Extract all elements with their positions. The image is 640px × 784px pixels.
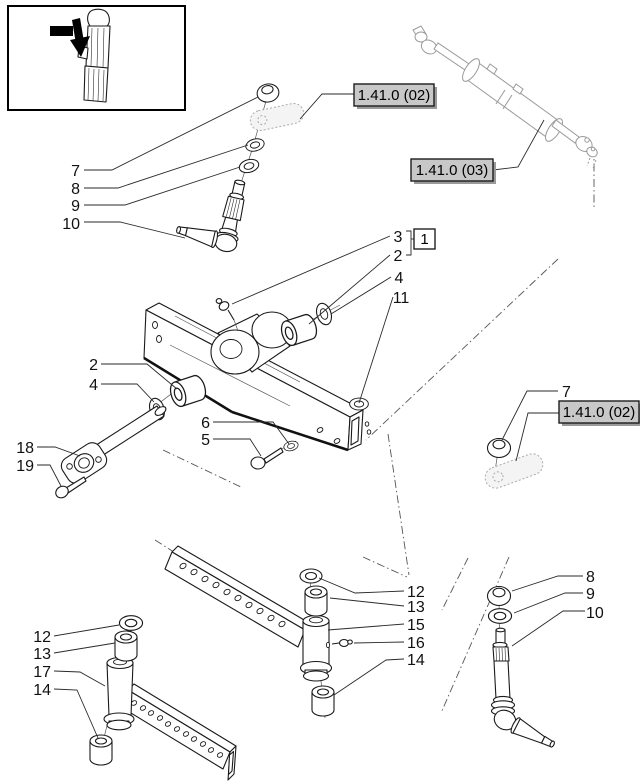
extension-beam-15: [164, 545, 333, 682]
cap-nut-7-right: [486, 437, 512, 459]
location-arrow-icon: [50, 18, 90, 57]
callout-hardware-5: 5: [201, 432, 210, 449]
grease-fitting-16: [325, 638, 353, 649]
bolt-19: [55, 476, 87, 499]
callout-labels: 7 8 9 10 3 2 4 11 2 4 18 19 6 5 7 12 13 …: [16, 163, 604, 699]
spindle-10-lower: [490, 627, 555, 748]
ref-box-cylinder-label: 1.41.0 (03): [416, 162, 489, 179]
callout-right-7: 7: [562, 384, 571, 401]
ref-box-top[interactable]: 1.41.0 (02): [353, 83, 437, 109]
callout-center-2: 2: [394, 248, 403, 265]
callout-hardware-6: 6: [201, 415, 210, 432]
callout-lower-right-8: 8: [586, 569, 595, 586]
callout-lower-left-14: 14: [33, 682, 51, 699]
ref-box-cylinder[interactable]: 1.41.0 (03): [410, 158, 496, 184]
callout-lower-center-13: 13: [407, 599, 425, 616]
callout-lower-left-13: 13: [33, 646, 51, 663]
washer-4-right: [315, 302, 333, 326]
callout-center-3: 3: [394, 229, 403, 246]
front-axle-beam: [143, 302, 372, 452]
washer-9-upper: [237, 156, 261, 176]
callout-upper-left-8: 8: [71, 181, 80, 198]
callout-lower-right-10: 10: [586, 605, 604, 622]
ref-box-top-label: 1.41.0 (02): [358, 87, 431, 104]
callout-pivot-19: 19: [16, 458, 34, 475]
washer-12-left: [118, 615, 144, 631]
kingpin-beam-17: [103, 656, 237, 781]
axle-overview-sketch: [77, 8, 111, 103]
washer-12-center: [299, 568, 323, 584]
spindle-10-upper: [176, 179, 246, 253]
callout-lower-center-14: 14: [407, 652, 425, 669]
ref-box-right[interactable]: 1.41.0 (02): [558, 400, 640, 426]
steering-cylinder-phantom: [412, 25, 598, 169]
pivot-pin-18: [60, 405, 167, 484]
bushing-14-center: [311, 685, 335, 717]
nut-11: [349, 397, 369, 411]
washer-6: [282, 439, 300, 453]
callout-center-4: 4: [395, 270, 404, 287]
bushing-13-left: [114, 630, 138, 662]
callout-upper-left-10: 10: [62, 216, 80, 233]
callout-center-11: 11: [393, 290, 410, 307]
grease-fitting-3: [215, 298, 239, 332]
bushing-14-left: [89, 734, 113, 766]
cap-nut-7-upper: [255, 81, 281, 105]
callout-lower-right-9: 9: [586, 586, 595, 603]
steering-arm-ghost-right: [484, 453, 544, 489]
callout-axle-left-4: 4: [89, 377, 98, 394]
steering-arm-ghost-top: [249, 102, 305, 132]
callout-lower-left-17: 17: [33, 664, 51, 681]
bolt-5: [250, 447, 284, 470]
bushing-13-center: [304, 585, 328, 617]
callout-upper-left-7: 7: [71, 163, 80, 180]
callout-upper-left-9: 9: [71, 198, 80, 215]
cap-nut-8-lower: [486, 585, 512, 607]
callout-lower-center-12: 12: [407, 584, 425, 601]
callout-lower-left-12: 12: [33, 629, 51, 646]
washer-9-lower: [487, 608, 513, 624]
assembly-box-1[interactable]: 1: [413, 228, 436, 250]
location-thumbnail: [7, 5, 186, 111]
leader-lines: [37, 93, 585, 739]
callout-lower-center-16: 16: [407, 635, 425, 652]
ref-box-right-label: 1.41.0 (02): [563, 404, 636, 421]
callout-pivot-18: 18: [16, 440, 34, 457]
callout-axle-left-2: 2: [89, 357, 98, 374]
callout-lower-center-15: 15: [407, 617, 425, 634]
assembly-box-label: 1: [420, 231, 428, 248]
